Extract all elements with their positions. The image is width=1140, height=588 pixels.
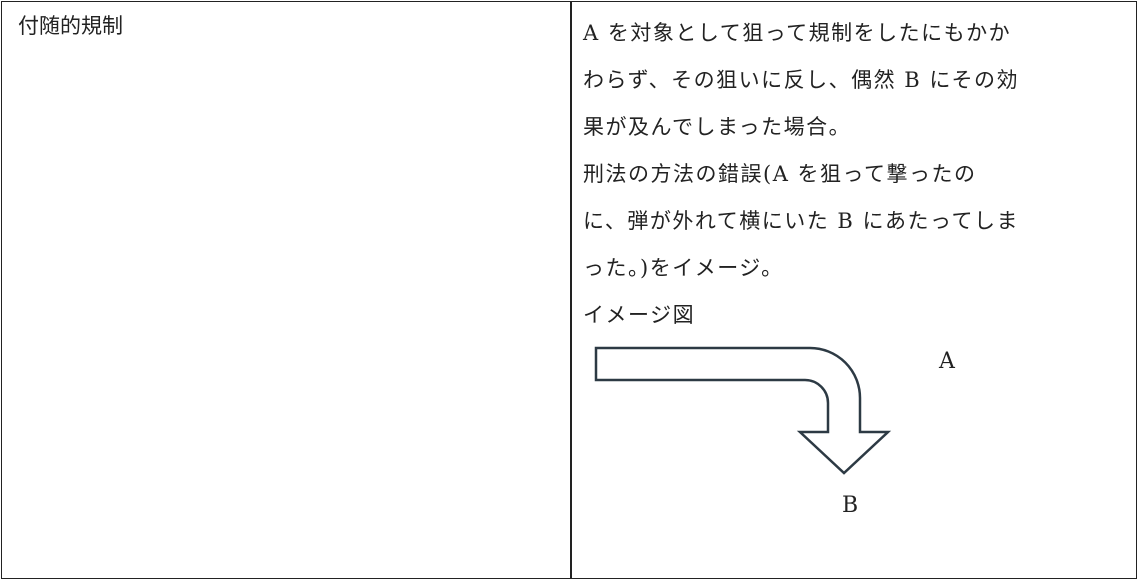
description-line: イメージ図 <box>583 303 696 327</box>
definition-table <box>1 1 1137 579</box>
description-line: A を対象として狙って規制をしたにもかか <box>583 21 1012 45</box>
column-divider <box>570 2 572 578</box>
description-line: 刑法の方法の錯誤(A を狙って撃ったの <box>583 162 977 186</box>
label-a: A <box>939 349 955 374</box>
label-b: B <box>842 493 859 518</box>
description-line: わらず、その狙いに反し、偶然 B にその効 <box>583 68 1019 92</box>
description-line: 果が及んでしまった場合。 <box>583 115 852 139</box>
description-line: に、弾が外れて横にいた B にあたってしま <box>583 209 1019 233</box>
description-line: った。)をイメージ。 <box>583 256 784 280</box>
bent-arrow-icon <box>594 346 892 475</box>
description-cell: A を対象として狙って規制をしたにもかか わらず、その狙いに反し、偶然 B にそ… <box>583 10 1128 339</box>
term-cell: 付随的規制 <box>18 14 123 38</box>
